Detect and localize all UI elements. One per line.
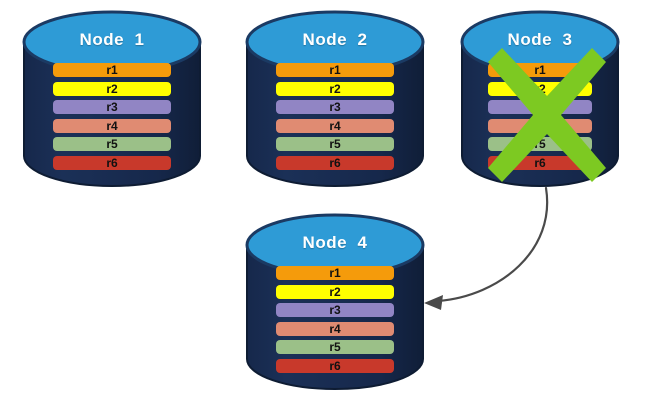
- row-label: r2: [329, 284, 341, 299]
- row-label: r1: [106, 63, 118, 77]
- row-bar-r1[interactable]: r1: [53, 63, 171, 77]
- row-label: r5: [329, 137, 341, 152]
- row-bar-r4[interactable]: r4: [276, 118, 394, 133]
- row-label: r6: [534, 156, 546, 170]
- row-bar-r5[interactable]: r5: [276, 340, 394, 355]
- row-bar-r6[interactable]: r6: [276, 359, 394, 373]
- row-label: r4: [106, 118, 118, 133]
- row-bar-r3[interactable]: r3: [276, 100, 394, 115]
- node-1-rows: r1 r2 r3 r4 r5 r6: [22, 63, 202, 190]
- row-label: r2: [106, 81, 118, 96]
- row-bar-r4[interactable]: r4: [276, 321, 394, 336]
- row-label: r1: [329, 63, 341, 77]
- node-2-rows: r1 r2 r3 r4 r5 r6: [245, 63, 425, 190]
- node-2-cylinder[interactable]: Node 2 r1 r2 r3 r4 r5 r6: [245, 8, 425, 190]
- row-bar-r5[interactable]: r5: [276, 137, 394, 152]
- node-1-cylinder[interactable]: Node 1 r1 r2 r3 r4 r5 r6: [22, 8, 202, 190]
- node-failure-x-icon: [488, 48, 606, 182]
- node-3-title: Node 3: [507, 30, 573, 49]
- node-4-rows: r1 r2 r3 r4 r5 r6: [245, 266, 425, 393]
- row-label: r5: [534, 137, 546, 152]
- row-label: r6: [106, 156, 118, 170]
- node-2-title: Node 2: [302, 30, 368, 49]
- row-label: r6: [329, 156, 341, 170]
- node-1-title: Node 1: [79, 30, 145, 49]
- row-bar-r2[interactable]: r2: [276, 284, 394, 299]
- row-label: r3: [329, 100, 341, 115]
- row-label: r3: [106, 100, 118, 115]
- row-label: r6: [329, 359, 341, 373]
- row-bar-r4[interactable]: r4: [53, 118, 171, 133]
- row-bar-r2[interactable]: r2: [276, 81, 394, 96]
- row-bar-r3[interactable]: r3: [53, 100, 171, 115]
- row-bar-r2[interactable]: r2: [53, 81, 171, 96]
- row-label: r5: [329, 340, 341, 355]
- row-bar-r1[interactable]: r1: [276, 266, 394, 280]
- row-bar-r6[interactable]: r6: [276, 156, 394, 170]
- node-4-cylinder[interactable]: Node 4 r1 r2 r3 r4 r5 r6: [245, 211, 425, 393]
- row-bar-r3[interactable]: r3: [276, 303, 394, 318]
- row-label: r5: [106, 137, 118, 152]
- row-bar-r6[interactable]: r6: [53, 156, 171, 170]
- row-label: r3: [329, 303, 341, 318]
- row-label: r4: [329, 118, 341, 133]
- row-bar-r5[interactable]: r5: [53, 137, 171, 152]
- row-label: r1: [534, 63, 546, 77]
- row-label: r1: [329, 266, 341, 280]
- row-label: r2: [329, 81, 341, 96]
- row-label: r4: [329, 321, 341, 336]
- node-4-title: Node 4: [302, 233, 368, 252]
- row-bar-r1[interactable]: r1: [276, 63, 394, 77]
